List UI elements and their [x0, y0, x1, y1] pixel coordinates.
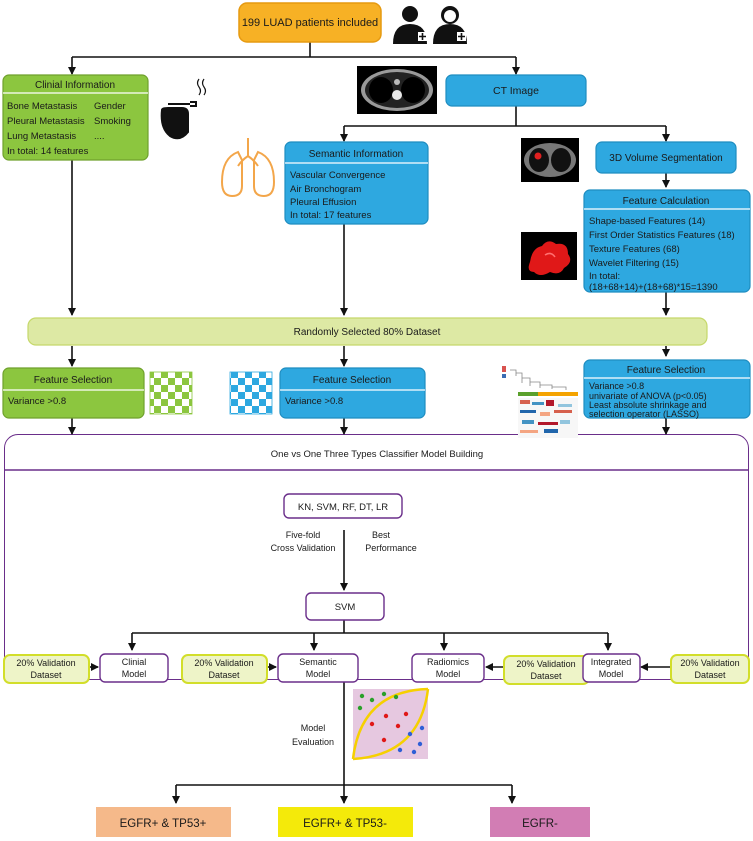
svg-text:Dataset: Dataset: [530, 671, 562, 681]
tumor-3d-render: [521, 232, 577, 280]
svg-text:20% Validation: 20% Validation: [680, 658, 739, 668]
feature-calculation-box: Feature Calculation Shape-based Features…: [583, 189, 751, 293]
svm-label: SVM: [335, 602, 356, 613]
fs-radiomics-item: Least absolute shrinkage and: [589, 400, 707, 410]
clinical-item: Lung Metastasis: [7, 131, 76, 142]
calculation-item: Wavelet Filtering (15): [589, 258, 679, 269]
svg-text:Clinial: Clinial: [122, 657, 147, 667]
clinical-item: ....: [94, 131, 105, 142]
clinical-item: Gender: [94, 101, 126, 112]
clinical-item: Pleural Metastasis: [7, 116, 85, 127]
svg-text:20% Validation: 20% Validation: [16, 658, 75, 668]
validation-box: 20% Validation Dataset: [3, 654, 90, 684]
fs-radiomics-item: Variance >0.8: [589, 381, 644, 391]
semantic-item: Air Bronchogram: [290, 184, 361, 195]
connectors: [68, 42, 670, 804]
calculation-item: Shape-based Features (14): [589, 216, 705, 227]
classification-scatter-icon: [351, 687, 430, 761]
cv-note: Five-fold: [286, 530, 321, 540]
integrated-model-node: Integrated Model: [582, 653, 641, 683]
cv-note: Cross Validation: [271, 543, 336, 553]
evaluation-label: Evaluation: [292, 737, 334, 747]
clinical-item: Smoking: [94, 116, 131, 127]
model-building-frame: [4, 434, 749, 680]
semantic-title: Semantic Information: [309, 149, 404, 160]
validation-box: 20% Validation Dataset: [503, 655, 590, 685]
random-label: Randomly Selected 80% Dataset: [294, 327, 441, 338]
svg-text:Dataset: Dataset: [30, 670, 62, 680]
ct-image-node: CT Image: [445, 74, 587, 107]
svg-text:Model: Model: [306, 669, 331, 679]
random-dataset-bar: Randomly Selected 80% Dataset: [27, 317, 708, 346]
doctor-and-nurse-icons: [393, 6, 467, 44]
fs-semantic-title: Feature Selection: [313, 375, 391, 386]
patients-label: 199 LUAD patients included: [242, 17, 378, 29]
calculation-item: (18+68+14)+(18+68)*15=1390: [589, 282, 718, 293]
lungs-icon: [220, 138, 276, 198]
svg-text:EGFR+ & TP53-: EGFR+ & TP53-: [303, 818, 387, 830]
svg-text:Dataset: Dataset: [694, 670, 726, 680]
svg-text:Model: Model: [122, 669, 147, 679]
evaluation-label: Model: [301, 723, 326, 733]
algorithms-label: KN, SVM, RF, DT, LR: [298, 502, 388, 513]
patients-node: 199 LUAD patients included: [238, 2, 382, 43]
segmented-ct-thumbnail: [521, 138, 579, 182]
calculation-title: Feature Calculation: [623, 196, 710, 207]
svg-text:Model: Model: [599, 669, 624, 679]
svg-text:Semantic: Semantic: [299, 657, 337, 667]
fs-radiomics-title: Feature Selection: [627, 365, 705, 376]
ct-scan-thumbnail: [357, 66, 437, 114]
svg-text:Integrated: Integrated: [591, 657, 632, 667]
calculation-item: First Order Statistics Features (18): [589, 230, 735, 241]
semantic-information-box: Semantic Information Vascular Convergenc…: [284, 141, 429, 225]
fs-radiomics-item: selection operator (LASSO): [589, 409, 699, 419]
svg-text:Dataset: Dataset: [208, 670, 240, 680]
outcome-egfr-neg: EGFR-: [490, 807, 590, 837]
radiomics-model-node: Radiomics Model: [411, 653, 485, 683]
smoking-hand-icon: [160, 78, 207, 140]
algorithms-node: KN, SVM, RF, DT, LR: [283, 493, 403, 519]
fs-radiomics-item: univariate of ANOVA (p<0.05): [589, 391, 707, 401]
fs-semantic-box: Feature Selection Variance >0.8: [279, 367, 426, 419]
fs-radiomics-box: Feature Selection Variance >0.8 univaria…: [583, 359, 751, 419]
heatmap-thumbnail: [502, 366, 578, 438]
calculation-item: In total:: [589, 271, 620, 282]
semantic-item: In total: 17 features: [290, 210, 372, 221]
fs-clinical-line: Variance >0.8: [8, 396, 66, 407]
clinical-information-box: Clinial Information Bone Metastasis Pleu…: [2, 74, 149, 161]
semantic-item: Pleural Effusion: [290, 197, 356, 208]
green-checker-icon: [149, 371, 193, 415]
svm-node: SVM: [305, 592, 385, 621]
svg-text:Radiomics: Radiomics: [427, 657, 470, 667]
clinical-model-node: Clinial Model: [99, 653, 169, 683]
outcome-egfr-pos-tp53-neg: EGFR+ & TP53-: [278, 807, 413, 837]
svg-text:EGFR-: EGFR-: [522, 818, 558, 830]
svg-text:Model: Model: [436, 669, 461, 679]
performance-note: Performance: [365, 543, 417, 553]
calculation-item: Texture Features (68): [589, 244, 680, 255]
semantic-item: Vascular Convergence: [290, 170, 385, 181]
validation-box: 20% Validation Dataset: [670, 654, 750, 684]
ct-label: CT Image: [493, 85, 539, 97]
segmentation-node: 3D Volume Segmentation: [595, 141, 737, 174]
clinical-title: Clinial Information: [35, 80, 115, 91]
validation-box: 20% Validation Dataset: [181, 654, 268, 684]
segmentation-label: 3D Volume Segmentation: [609, 153, 722, 164]
clinical-item: In total: 14 features: [7, 146, 89, 157]
outcome-egfr-pos-tp53-pos: EGFR+ & TP53+: [96, 807, 231, 837]
fs-clinical-title: Feature Selection: [34, 375, 112, 386]
svg-text:EGFR+ & TP53+: EGFR+ & TP53+: [120, 818, 207, 830]
clinical-item: Bone Metastasis: [7, 101, 77, 112]
model-building-title: One vs One Three Types Classifier Model …: [271, 449, 483, 460]
performance-note: Best: [372, 530, 391, 540]
fs-clinical-box: Feature Selection Variance >0.8: [2, 367, 145, 419]
blue-checker-icon: [229, 371, 273, 415]
semantic-model-node: Semantic Model: [277, 653, 359, 683]
svg-text:20% Validation: 20% Validation: [516, 659, 575, 669]
svg-text:20% Validation: 20% Validation: [194, 658, 253, 668]
fs-semantic-line: Variance >0.8: [285, 396, 343, 407]
